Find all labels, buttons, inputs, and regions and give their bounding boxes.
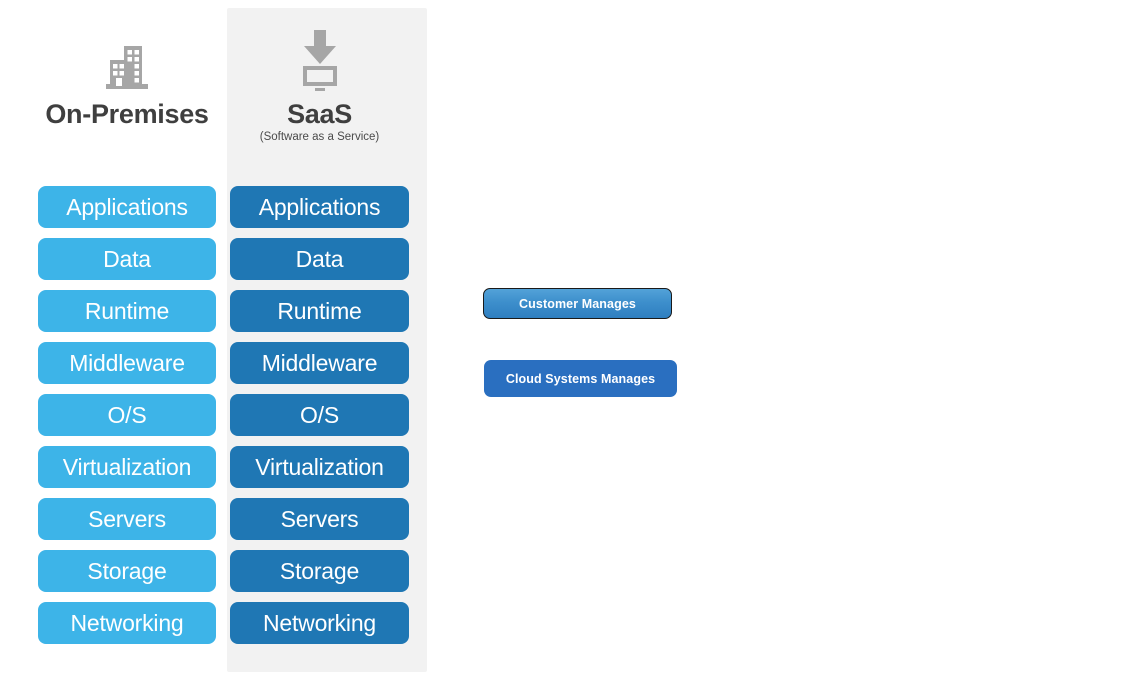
- layer-bar[interactable]: Applications: [38, 186, 216, 228]
- download-to-monitor-icon: [230, 20, 409, 92]
- legend-item-cloud-systems-manages[interactable]: Cloud Systems Manages: [484, 360, 677, 397]
- layer-bar[interactable]: Middleware: [38, 342, 216, 384]
- layer-bar[interactable]: Servers: [230, 498, 409, 540]
- layer-bar[interactable]: O/S: [38, 394, 216, 436]
- layer-bar[interactable]: O/S: [230, 394, 409, 436]
- layer-bar[interactable]: Runtime: [38, 290, 216, 332]
- layer-bar[interactable]: Runtime: [230, 290, 409, 332]
- column-subtitle: (Software as a Service): [259, 131, 380, 144]
- legend-item-customer-manages[interactable]: Customer Manages: [483, 288, 672, 319]
- layer-bar[interactable]: Servers: [38, 498, 216, 540]
- building-icon: [38, 20, 216, 92]
- column-title: SaaS: [287, 99, 352, 129]
- layer-bar[interactable]: Networking: [38, 602, 216, 644]
- layer-bar[interactable]: Virtualization: [38, 446, 216, 488]
- layer-bar[interactable]: Storage: [230, 550, 409, 592]
- layer-bar[interactable]: Data: [38, 238, 216, 280]
- layer-bar[interactable]: Middleware: [230, 342, 409, 384]
- layer-bar[interactable]: Applications: [230, 186, 409, 228]
- layer-stack-saas: Applications Data Runtime Middleware O/S…: [230, 186, 409, 644]
- layer-bar[interactable]: Virtualization: [230, 446, 409, 488]
- layer-stack-on-premises: Applications Data Runtime Middleware O/S…: [38, 186, 216, 644]
- column-header-saas: SaaS (Software as a Service): [230, 20, 409, 144]
- layer-bar[interactable]: Data: [230, 238, 409, 280]
- layer-bar[interactable]: Storage: [38, 550, 216, 592]
- column-title: On-Premises: [45, 99, 209, 129]
- layer-bar[interactable]: Networking: [230, 602, 409, 644]
- column-header-on-premises: On-Premises: [38, 20, 216, 131]
